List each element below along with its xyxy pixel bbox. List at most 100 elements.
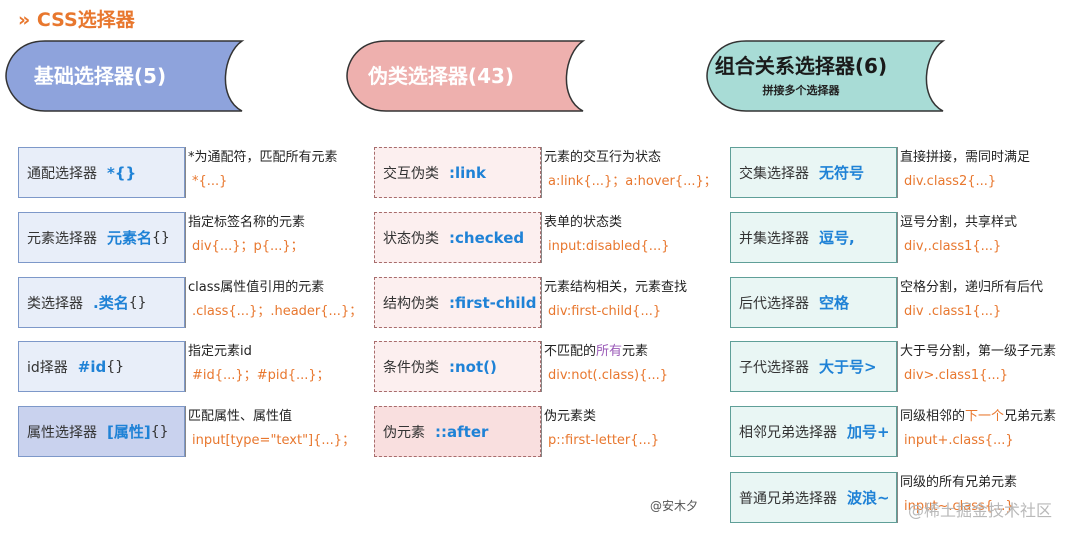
selector-row: 后代选择器 空格 空格分割，递归所有后代 div .class1{...} [730, 277, 1085, 328]
selector-syntax: 加号+ [847, 423, 890, 441]
selector-example: div,.class1{...} [904, 239, 1002, 254]
selector-label: 相邻兄弟选择器 [739, 424, 837, 441]
selector-row: 子代选择器 大于号> 大于号分割，第一级子元素 div>.class1{...} [730, 341, 1085, 392]
selector-description: 不匹配的所有元素 [544, 343, 648, 361]
selector-syntax: *{} [107, 163, 137, 182]
selector-label: 子代选择器 [739, 359, 809, 376]
selector-description: 大于号分割，第一级子元素 [900, 344, 1057, 359]
selector-row: 伪元素 ::after 伪元素类 p::first-letter{...} [374, 406, 714, 457]
selector-example: #id{...}；#pid{...}； [192, 368, 330, 383]
divider [185, 147, 186, 198]
divider [185, 406, 186, 457]
selector-syntax: [属性] [107, 423, 151, 441]
selector-description: 直接拼接，需同时满足 [900, 150, 1031, 165]
watermark: @稀土掘金技术社区 [908, 501, 1053, 520]
selector-syntax: 无符号 [819, 164, 865, 182]
selector-row: 状态伪类 :checked 表单的状态类 input:disabled{...} [374, 212, 714, 263]
selector-syntax: :not() [449, 357, 497, 376]
header-tab-shape [346, 40, 586, 112]
selector-box: 并集选择器 逗号, [730, 212, 897, 263]
selector-syntax: #id [77, 357, 107, 376]
selector-example: .class{...}；.header{...}； [192, 304, 363, 319]
selector-row: 元素选择器 元素名{} 指定标签名称的元素 div{...}；p{...}； [18, 212, 378, 263]
selector-row: 属性选择器 [属性]{} 匹配属性、属性值 input[type="text"]… [18, 406, 378, 457]
selector-description: 指定元素id [188, 344, 252, 359]
selector-row: 条件伪类 :not() 不匹配的所有元素 div:not(.class){...… [374, 341, 714, 392]
selector-description: 空格分割，递归所有后代 [900, 280, 1044, 295]
selector-description: 同级相邻的下一个兄弟元素 [900, 408, 1056, 426]
selector-box: 子代选择器 大于号> [730, 341, 897, 392]
selector-label: 结构伪类 [383, 295, 439, 312]
selector-example: div:first-child{...} [548, 304, 662, 319]
selector-box: 类选择器 .类名{} [18, 277, 185, 328]
selector-example: div{...}；p{...}； [192, 239, 304, 254]
selector-label: 伪元素 [383, 424, 425, 441]
divider [897, 147, 898, 198]
selector-label: 状态伪类 [383, 230, 439, 247]
divider [897, 212, 898, 263]
selector-label: 元素选择器 [27, 230, 97, 247]
selector-label: 交互伪类 [383, 165, 439, 182]
selector-row: 相邻兄弟选择器 加号+ 同级相邻的下一个兄弟元素 input+.class{..… [730, 406, 1085, 457]
desc-text: 兄弟元素 [1004, 409, 1057, 424]
divider [897, 341, 898, 392]
selector-box: 元素选择器 元素名{} [18, 212, 185, 263]
desc-text: 不匹配的 [544, 344, 597, 359]
selector-label: 普通兄弟选择器 [739, 490, 837, 507]
selector-row: 通配选择器 *{} *为通配符，匹配所有元素 *{...} [18, 147, 378, 198]
selector-syntax: :link [449, 163, 486, 182]
selector-syntax-tail: {} [150, 423, 169, 440]
selector-label: 属性选择器 [27, 424, 97, 441]
header-title: 基础选择器(5) [33, 64, 167, 88]
header-tab-shape [5, 40, 245, 112]
selector-syntax: 波浪~ [847, 489, 890, 507]
divider [185, 341, 186, 392]
selector-syntax-tail: {} [152, 229, 170, 246]
selector-box: 条件伪类 :not() [374, 341, 541, 392]
selector-example: div .class1{...} [904, 304, 1002, 319]
selector-box: 通配选择器 *{} [18, 147, 185, 198]
selector-box: 状态伪类 :checked [374, 212, 541, 263]
divider [897, 406, 898, 457]
selector-example: a:link{...}；a:hover{...}； [548, 174, 717, 189]
selector-example: input+.class{...} [904, 433, 1014, 448]
desc-highlight: 所有 [596, 344, 623, 359]
desc-text: 同级相邻的 [900, 409, 966, 424]
selector-box: 结构伪类 :first-child [374, 277, 541, 328]
selector-syntax: 大于号> [819, 358, 877, 376]
divider [541, 406, 542, 457]
selector-example: div.class2{...} [904, 174, 997, 189]
selector-row: 类选择器 .类名{} class属性值引用的元素 .class{...}；.he… [18, 277, 378, 328]
selector-box: 交互伪类 :link [374, 147, 541, 198]
page-title: » CSS选择器 [18, 9, 135, 31]
selector-syntax: :first-child [449, 293, 537, 312]
selector-box: id择器 #id{} [18, 341, 185, 392]
selector-box: 属性选择器 [属性]{} [18, 406, 185, 457]
header-combinator-selectors: 组合关系选择器(6) 拼接多个选择器 [706, 40, 951, 112]
desc-highlight: 下一个 [965, 409, 1005, 424]
selector-row: 普通兄弟选择器 波浪~ 同级的所有兄弟元素 input~.class{...} [730, 472, 1085, 523]
selector-row: 并集选择器 逗号, 逗号分割，共享样式 div,.class1{...} [730, 212, 1085, 263]
selector-example: div>.class1{...} [904, 368, 1009, 383]
selector-box: 伪元素 ::after [374, 406, 541, 457]
selector-syntax: .类名 [93, 294, 129, 312]
header-subtitle: 拼接多个选择器 [762, 84, 840, 97]
selector-description: 逗号分割，共享样式 [900, 215, 1018, 230]
selector-row: id择器 #id{} 指定元素id #id{...}；#pid{...}； [18, 341, 378, 392]
selector-description: class属性值引用的元素 [188, 280, 325, 295]
selector-description: 指定标签名称的元素 [188, 215, 306, 230]
selector-syntax-tail: {} [128, 294, 147, 311]
selector-syntax: ::after [435, 422, 489, 441]
divider [897, 472, 898, 523]
header-title: 组合关系选择器(6) [714, 54, 888, 78]
divider [541, 341, 542, 392]
selector-description: 伪元素类 [544, 409, 597, 424]
selector-box: 后代选择器 空格 [730, 277, 897, 328]
selector-row: 结构伪类 :first-child 元素结构相关，元素查找 div:first-… [374, 277, 714, 328]
selector-syntax: 元素名 [107, 229, 153, 247]
header-tab-shape [706, 40, 946, 112]
selector-example: *{...} [192, 174, 228, 189]
selector-description: 同级的所有兄弟元素 [900, 475, 1018, 490]
selector-example: input:disabled{...} [548, 239, 670, 254]
selector-description: 元素的交互行为状态 [544, 150, 662, 165]
